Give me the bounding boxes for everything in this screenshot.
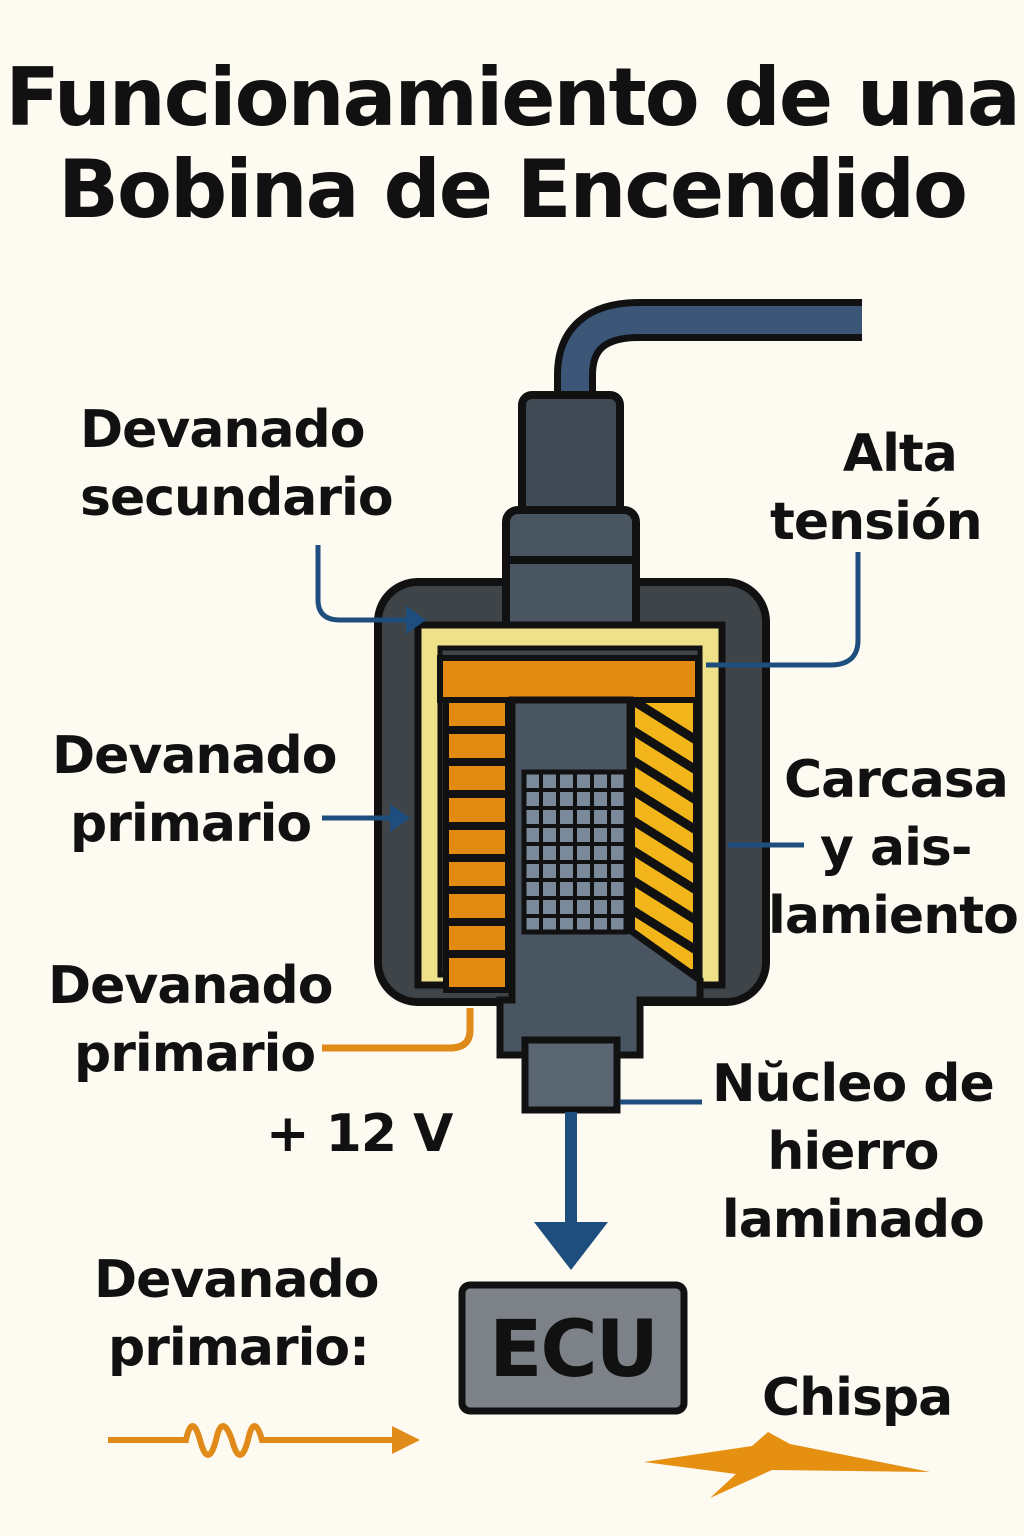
label-secondary-winding: Devanado secundario <box>80 400 394 528</box>
resistor-wave-arrow-icon <box>108 1423 408 1458</box>
label-primary-winding-2: Devanado primario <box>48 956 333 1084</box>
ecu-label: ECU <box>489 1305 659 1395</box>
laminated-core-grid <box>521 769 629 935</box>
primary-winding-left <box>443 697 511 993</box>
label-housing-insulation: Carcasa y ais- lamiento <box>768 750 1019 946</box>
lightning-bolt-icon <box>644 1432 930 1498</box>
coil-bottom-terminal <box>521 1036 621 1114</box>
label-high-voltage: Alta tensión <box>770 424 983 552</box>
down-arrow-icon <box>534 1222 608 1270</box>
label-spark: Chispa <box>762 1368 953 1428</box>
page-title: Funcionamiento de una Bobina de Encendid… <box>0 52 1024 236</box>
primary-winding-top <box>437 655 701 703</box>
label-primary-winding-3: Devanado primario: <box>94 1250 379 1378</box>
title-line-1: Funcionamiento de una <box>5 51 1021 144</box>
coil-top-connector <box>518 391 624 524</box>
title-line-2: Bobina de Encendido <box>58 143 968 236</box>
label-iron-core: Nŭcleo de hierro laminado <box>712 1054 995 1250</box>
label-supply-voltage: + 12 V <box>266 1104 453 1164</box>
ecu-box <box>458 1281 688 1415</box>
label-primary-winding-1: Devanado primario <box>52 726 337 854</box>
